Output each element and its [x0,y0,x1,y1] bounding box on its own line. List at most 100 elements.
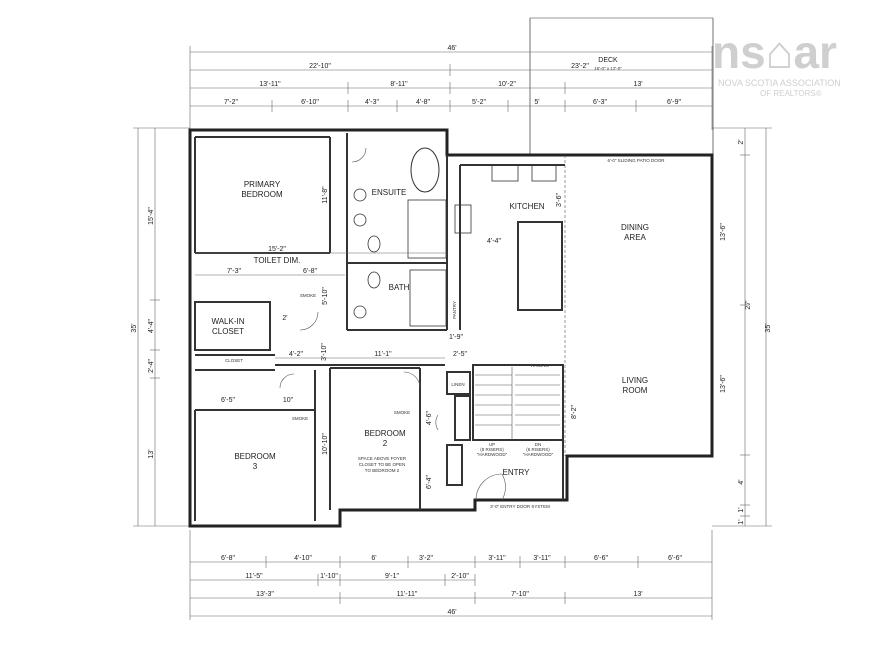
dim-bot-r1-3: 3'-2" [419,555,433,562]
dim-bot-r3-2: 7'-10" [511,591,529,598]
stair-up-hardwood: "HARDWOOD" [477,452,508,457]
dim-right-r3: 13'-6" [720,375,727,393]
dim-bath-w: 15'-2" [268,246,286,253]
dim-left-outer: 35' [131,323,138,332]
nsar-logo: ns⌂ar NOVA SCOTIA ASSOCIATION OF REALTOR… [712,26,841,98]
dim-top-r4-4: 5'-2" [472,99,486,106]
bedroom3-label-2: 3 [253,462,258,471]
dim-right-r1: 2' [738,139,745,144]
dim-top-r2-1: 23'-2" [571,63,589,70]
dim-bot-r1-4: 3'-11" [488,555,506,562]
dim-entry-h2: 6'-4" [426,475,433,489]
primary-bedroom-label-1: PRIMARY [244,180,281,189]
foyer-note-2: CLOSET TO BE OPEN [359,462,406,467]
dim-left-mid1: 4'-4" [148,319,155,333]
dim-bot-r2-2: 9'-1" [385,573,399,580]
dim-bot-r1-5: 3'-11" [533,555,551,562]
stair-up-risers: (8 RISERS) [480,447,504,452]
deck-size: 16'-0" x 12'-0" [594,66,622,71]
interior-dimensions: 15'-2" 7'-3" 6'-8" 11'-8" 5'-10" 2' 4'-2… [195,186,578,489]
smoke-label-2: SMOKE [394,410,410,415]
logo-line1: NOVA SCOTIA ASSOCIATION [718,78,841,88]
fixtures [353,147,557,327]
right-dimensions: 35' 27' 2' 13'-6" 13'-6" 4' 1' 1' [712,127,772,527]
walkin-label-2: CLOSET [212,327,244,336]
foyer-note-1: SPACE ABOVE FOYER [358,456,407,461]
dim-bot-r3-1: 11'-11" [397,591,418,598]
logo-brand: ns⌂ar [712,26,837,78]
dim-bed3-w: 6'-5" [221,397,235,404]
dim-bot-r2-1: 1'-10" [320,573,338,580]
dim-right-r6: 1' [738,519,745,524]
dim-right-outer: 35' [765,323,772,332]
dim-top-r4-2: 4'-3" [365,99,379,106]
dining-label-2: AREA [624,233,646,242]
stair-dn-hardwood: "HARDWOOD" [523,452,554,457]
dim-top-r4-6: 6'-3" [593,99,607,106]
walkin-label-1: WALK-IN [211,317,244,326]
stair-dn-label: DN [535,442,542,447]
kitchen-sink-icon [531,164,557,182]
logo-line2: OF REALTORS® [760,89,822,98]
smoke-label-3: SMOKE [292,416,308,421]
deck: DECK 16'-0" x 12'-0" [529,17,714,155]
bedroom2-label-1: BEDROOM [364,429,406,438]
pantry-label: PANTRY [452,301,457,319]
deck-label: DECK [598,57,618,64]
foyer-note-3: TO BEDROOM 2 [365,468,400,473]
fridge-icon [454,204,472,234]
dim-left-mid2: 2'-4" [148,359,155,373]
smoke-label-1: SMOKE [300,293,316,298]
dim-right-mid: 27' [745,300,752,309]
dim-top-r2-0: 22'-10" [309,63,331,70]
bath-sink-icon [353,305,367,319]
primary-bedroom-label-2: BEDROOM [241,190,283,199]
dim-bed2-h: 10'-10" [322,433,329,455]
dim-top-total: 46' [447,45,456,52]
dining-label-1: DINING [621,223,649,232]
dim-top-r4-0: 7'-2" [224,99,238,106]
stair-dn-risers: (6 RISERS) [526,447,550,452]
top-dimensions: 46' 22'-10" 23'-2" 13'-11" 8'-11" 10'-2"… [189,45,713,130]
linen-label: LINEN [451,382,464,387]
range-icon [491,164,519,182]
bath-toilet-icon [367,271,381,289]
dim-hall-w3: 2'-5" [453,351,467,358]
dim-top-r4-3: 4'-8" [416,99,430,106]
dim-hall-w1: 4'-2" [289,351,303,358]
left-dimensions: 35' 15'-4" 4'-4" 2'-4" 13' [131,127,190,527]
dim-bed3-w2: 10" [283,397,294,404]
dim-bot-r1-1: 4'-10" [294,555,312,562]
living-label-2: ROOM [623,386,648,395]
bedroom2-label-2: 2 [383,439,388,448]
stair-treads [475,367,560,440]
dim-stair-h: 8'-2" [571,405,578,419]
dim-pantry-w: 1'-9" [449,334,463,341]
dim-right-r4: 4' [738,479,745,484]
dim-bot-r1-0: 6'-8" [221,555,235,562]
living-label-1: LIVING [622,376,648,385]
dim-kitchen-w: 4'-4" [487,238,501,245]
ensuite-sink-icon [353,188,367,202]
bottom-dimensions: 6'-8" 4'-10" 6' 3'-2" 3'-11" 3'-11" 6'-6… [189,530,713,620]
patio-door-label: 6'-0" SLIDING PATIO DOOR [607,158,665,163]
toilet-dim-label: TOILET DIM. [254,256,301,265]
entry-door-label: 3'-0" ENTRY DOOR SYSTEM [490,504,550,509]
dim-bot-r3-0: 13'-3" [256,591,274,598]
dim-toilet-w1: 7'-3" [227,268,241,275]
dim-top-r4-5: 5' [534,99,539,106]
dim-bot-total: 46' [447,609,456,616]
room-labels: PRIMARY BEDROOM ENSUITE KITCHEN DINING A… [211,158,665,509]
dim-top-r3-2: 10'-2" [498,81,516,88]
bath-label: BATH [389,283,410,292]
dim-bot-r1-6: 6'-6" [594,555,608,562]
dim-toilet-w2: 6'-8" [303,268,317,275]
stair-up-label: UP [489,442,495,447]
ensuite-toilet-icon [367,235,381,253]
doors [279,147,506,501]
dim-entry-h1: 4'-6" [426,411,433,425]
dim-bath-h: 5'-10" [322,287,329,305]
dim-right-r5: 1' [738,507,745,512]
dim-kitchen-h: 3'-6" [556,193,563,207]
closet-label: CLOSET [225,358,243,363]
